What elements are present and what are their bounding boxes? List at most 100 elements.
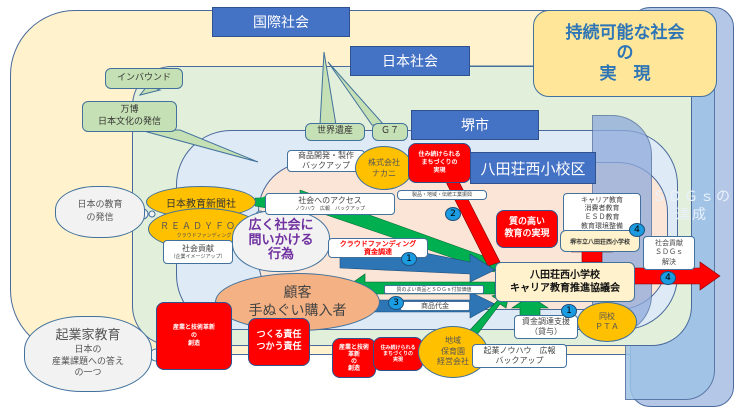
entrepreneur-line1: 日本の bbox=[74, 344, 102, 355]
social-contribution-note: 社会貢献 （企業イメージアップ） bbox=[163, 240, 233, 264]
pta-line1: 同校 bbox=[599, 311, 615, 321]
industry2-line4: 創造 bbox=[347, 365, 360, 373]
startup-knowhow-note: 起業ノウハウ 広報 バックアップ bbox=[472, 344, 567, 368]
school-pta: 同校 ＰＴＡ bbox=[577, 302, 637, 342]
badge-nakani-2: 2 bbox=[445, 207, 461, 221]
thought-dot-2 bbox=[148, 210, 156, 218]
school-item-career: キャリア教育 bbox=[581, 195, 623, 204]
industry-line1: 産業と技術革新 bbox=[172, 324, 215, 332]
sakai-label: 堺市 bbox=[411, 110, 539, 140]
social-access-note: 社会へのアクセス ノウハウ 広報 バックアップ bbox=[265, 193, 395, 215]
inbound-callout: インバウンド bbox=[105, 68, 183, 89]
industry2-line3: の bbox=[350, 358, 357, 365]
crowdfunding-line1: クラウドファンディング bbox=[339, 239, 417, 248]
career-education-council: 八田荘西小学校 キャリア教育推進協議会 bbox=[495, 262, 635, 302]
industry2-line2: 革新 bbox=[347, 350, 360, 358]
funding-support-note: 資金調達支援 （貸与） bbox=[514, 315, 578, 339]
goal-industry-innovation: 産業と技術革新 の 創造 bbox=[156, 302, 232, 370]
sustainable-society-goal: 持続可能な社会 の 実 現 bbox=[533, 10, 717, 97]
entrepreneur-education-cloud: 起業家教育 日本の 産業課題への答え の一つ bbox=[24, 316, 152, 392]
sdgs-contribution-line1: 社会貢献 bbox=[655, 239, 683, 248]
readyfor-sub: クラウドファンディング bbox=[176, 233, 232, 239]
society-question-cloud: 広く社会に 問いかける 行為 bbox=[232, 210, 330, 272]
school-item-consumer: 消費者教育 bbox=[584, 204, 620, 213]
badge-school-4: 4 bbox=[629, 223, 645, 237]
sdgs-contribution-line3: 解決 bbox=[662, 257, 676, 266]
society-line1: 広く社会に bbox=[248, 217, 314, 233]
nakani-line1: 株式会社 bbox=[368, 158, 400, 167]
livable2-line3: 実現 bbox=[392, 357, 403, 364]
responsibility-line2: つかう責任 bbox=[256, 342, 302, 352]
livable2-line2: まちづくりの bbox=[382, 350, 413, 357]
school-item-esd: ＥＳＤ教育 bbox=[584, 213, 620, 221]
society-line3: 行為 bbox=[267, 247, 294, 263]
product-development-note: 商品開発・製作 バックアップ bbox=[287, 150, 365, 172]
access-line2: ノウハウ 広報 バックアップ bbox=[294, 205, 365, 212]
sdgs-contribution-note: 社会貢献 ＳＤＧｓ 解決 bbox=[643, 236, 695, 270]
japan-education-cloud: 日本の教育 の発信 bbox=[55, 186, 145, 238]
council-line1: 八田荘西小学校 bbox=[530, 270, 600, 281]
japan-education-line1: 日本の教育 bbox=[77, 200, 123, 211]
goal-industry-innovation-2: 産業と技術 革新 の 創造 bbox=[332, 338, 376, 378]
japan-education-line2: の発信 bbox=[86, 213, 114, 223]
entrepreneur-line2: 産業課題への答え bbox=[51, 356, 124, 367]
access-line1: 社会へのアクセス bbox=[298, 196, 362, 206]
badge-crowdfunding-1: 1 bbox=[401, 252, 417, 266]
livable-line2: まちづくりの bbox=[421, 159, 458, 167]
sakai-hattasho-nishi-school: 堺市立八田荘西小学校 bbox=[560, 230, 640, 252]
expo-line2: 日本文化の発信 bbox=[97, 116, 161, 127]
nakani-line2: ナカニ bbox=[372, 169, 396, 178]
world-heritage-callout-tail bbox=[319, 51, 337, 126]
goal-livable-town: 住み続けられる まちづくりの 実現 bbox=[408, 143, 471, 183]
product-dev-line2: バックアップ bbox=[302, 161, 350, 170]
sdgs-achievement-text: ＳＤＧｓの 達成 bbox=[652, 188, 732, 224]
sdgs-achievement-line1: ＳＤＧｓの bbox=[652, 189, 732, 205]
goal-line3: 実 現 bbox=[599, 63, 651, 84]
startup-line1: 起業ノウハウ 広報 bbox=[483, 346, 556, 356]
expo-callout-tail bbox=[139, 129, 259, 163]
product-dev-line1: 商品開発・製作 bbox=[298, 151, 354, 161]
responsibility-line1: つくる責任 bbox=[256, 330, 302, 341]
goal-livable-town-2: 住み続けられる まちづくりの 実現 bbox=[373, 337, 423, 371]
society-line2: 問いかける bbox=[248, 232, 314, 248]
nakani-company: 株式会社 ナカニ bbox=[355, 146, 413, 190]
goal-quality-education: 質の高い 教育の実現 bbox=[496, 210, 558, 248]
crowdfunding-line2: 資金調達 bbox=[364, 248, 392, 256]
industry2-line1: 産業と技術 bbox=[338, 343, 369, 351]
japan-label: 日本社会 bbox=[350, 46, 470, 76]
quality-edu-line2: 教育の実現 bbox=[504, 229, 550, 239]
customer-line2: 手ぬぐい購入者 bbox=[248, 303, 347, 319]
startup-line2: バックアップ bbox=[495, 356, 544, 365]
sdgs-contribution-line2: ＳＤＧｓ bbox=[655, 248, 683, 257]
world-heritage-callout: 世界遺産 bbox=[305, 123, 365, 141]
quality-edu-line1: 質の高い bbox=[508, 217, 545, 228]
livable2-line1: 住み続けられる bbox=[380, 344, 416, 351]
traditional-craft-note: 製品・地域・伝統工業振興 bbox=[397, 190, 487, 200]
g7-callout: Ｇ７ bbox=[372, 123, 408, 141]
school-district-label: 八田荘西小校区 bbox=[470, 152, 596, 184]
expo-callout: 万博 日本文化の発信 bbox=[82, 101, 177, 132]
g7-callout-tail bbox=[327, 61, 386, 126]
council-line2: キャリア教育推進協議会 bbox=[510, 283, 620, 294]
livable-line1: 住み続けられる bbox=[418, 151, 461, 159]
industry-line3: 創造 bbox=[187, 339, 200, 347]
social-contribution-line2: （企業イメージアップ） bbox=[170, 253, 226, 260]
goal-line1: 持続可能な社会 bbox=[565, 22, 685, 43]
international-label: 国際社会 bbox=[212, 7, 350, 37]
entrepreneur-line3: の一つ bbox=[74, 368, 102, 379]
pta-line2: ＰＴＡ bbox=[595, 322, 619, 331]
customer-line1: 顧客 bbox=[283, 284, 312, 301]
nursery-line3: 経営会社 bbox=[437, 357, 469, 367]
readyfor-title: ＲＥＡＤＹＦＯＲ bbox=[159, 222, 248, 232]
entrepreneur-title: 起業家教育 bbox=[55, 328, 121, 344]
quality-value-note: 質のよい商品とＳＤＧｓ付加価値 bbox=[384, 285, 484, 294]
nursery-line1: 地域 bbox=[445, 336, 461, 346]
sdgs-achievement-line2: 達成 bbox=[676, 207, 708, 224]
funding-support-line2: （貸与） bbox=[530, 327, 562, 336]
social-contribution-line1: 社会貢献 bbox=[182, 244, 214, 254]
badge-pta-1: 1 bbox=[561, 304, 577, 318]
badge-payment-3: 3 bbox=[388, 296, 404, 310]
goal-line2: の bbox=[616, 43, 634, 64]
expo-line1: 万博 bbox=[120, 105, 139, 116]
funding-support-line1: 資金調達支援 bbox=[522, 317, 570, 327]
